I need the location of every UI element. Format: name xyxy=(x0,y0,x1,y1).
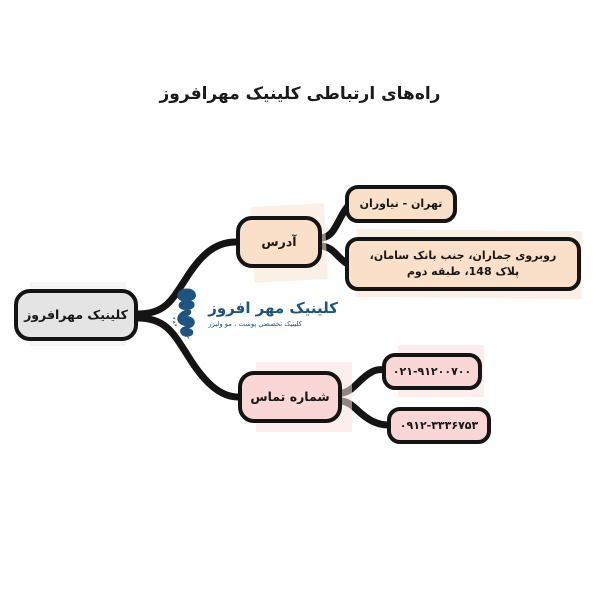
node-leaf-street-address-label: روبروی جماران، جنب بانک سامان، پلاک 148،… xyxy=(369,249,557,278)
page-title: راه‌های ارتباطی کلینیک مهرافروز xyxy=(159,84,441,104)
watermark-text: کلینیک مهر افروز کلینیک تخصصی پوست ، مو … xyxy=(208,298,338,328)
node-branch-address-label: آدرس xyxy=(261,233,297,249)
node-leaf-city-label: تهران - نیاوران xyxy=(359,197,443,211)
watermark-logo: کلینیک مهر افروز کلینیک تخصصی پوست ، مو … xyxy=(172,282,338,344)
node-root-label: کلینیک مهرافروز xyxy=(24,306,128,322)
node-branch-phone[interactable]: شماره تماس xyxy=(238,371,342,423)
node-leaf-phone-mobile-label: ۰۹۱۲-۳۳۳۶۷۵۳ xyxy=(399,418,479,432)
node-leaf-phone-landline[interactable]: ۰۲۱-۹۱۲۰۰۷۰۰ xyxy=(382,353,482,390)
node-branch-phone-label: شماره تماس xyxy=(250,388,330,404)
caduceus-snake-icon xyxy=(172,288,197,340)
node-leaf-street-address[interactable]: روبروی جماران، جنب بانک سامان، پلاک 148،… xyxy=(345,237,581,291)
node-leaf-city[interactable]: تهران - نیاوران xyxy=(345,185,457,223)
node-root-clinic[interactable]: کلینیک مهرافروز xyxy=(14,289,138,341)
watermark-title: کلینیک مهر افروز xyxy=(208,299,338,318)
node-leaf-phone-mobile[interactable]: ۰۹۱۲-۳۳۳۶۷۵۳ xyxy=(387,407,491,444)
node-branch-address[interactable]: آدرس xyxy=(236,216,322,268)
node-leaf-phone-landline-label: ۰۲۱-۹۱۲۰۰۷۰۰ xyxy=(392,364,472,378)
watermark-subtitle: کلینیک تخصصی پوست ، مو ولیزر xyxy=(208,319,303,328)
